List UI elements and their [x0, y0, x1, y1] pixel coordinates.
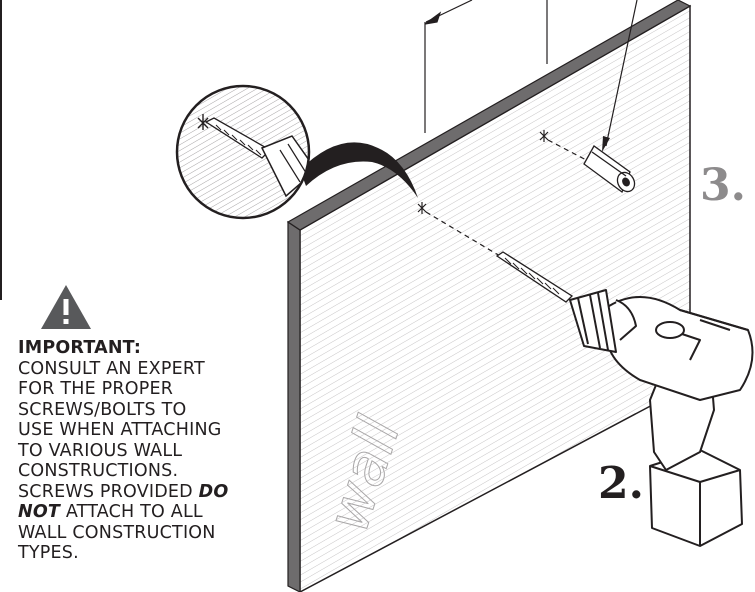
notice-line: SCREWS/BOLTS TO — [18, 399, 187, 420]
notice-line: TO VARIOUS WALL — [18, 440, 183, 461]
notice-line: TYPES. — [18, 543, 79, 563]
drill-mark-icon — [417, 130, 549, 214]
notice-line: USE WHEN ATTACHING — [18, 420, 222, 440]
notice-line: ATTACH TO ALL — [60, 502, 203, 522]
notice-line: FOR THE PROPER — [18, 379, 174, 399]
anchor-pointer-line — [605, 0, 638, 147]
notice-line: CONSTRUCTIONS. — [18, 461, 179, 481]
notice-emphasis-do: DO — [198, 481, 229, 502]
wall-top-edge — [286, 0, 692, 231]
step-3-label: 3. — [700, 160, 746, 211]
drill-icon — [569, 289, 754, 547]
anchor-guide-line — [547, 139, 591, 163]
notice-emphasis-not: NOT — [18, 502, 61, 522]
notice-text: IMPORTANT: CONSULT AN EXPERT FOR THE PRO… — [18, 338, 288, 564]
notice-line: SCREWS PROVIDED — [18, 481, 193, 502]
wall-anchor-icon — [583, 145, 636, 194]
wall-left-edge — [287, 220, 301, 592]
step-2-label: 2. — [598, 458, 644, 509]
notice-line: CONSULT AN EXPERT — [18, 358, 205, 379]
important-notice: IMPORTANT: CONSULT AN EXPERT FOR THE PRO… — [18, 284, 288, 564]
notice-line: WALL CONSTRUCTION — [18, 522, 216, 543]
magnifier-callout-icon — [175, 84, 418, 220]
drill-bit-icon — [495, 251, 574, 303]
notice-heading: IMPORTANT: — [18, 338, 142, 358]
warning-triangle-icon — [41, 285, 91, 329]
dimension-lines — [424, 0, 548, 133]
